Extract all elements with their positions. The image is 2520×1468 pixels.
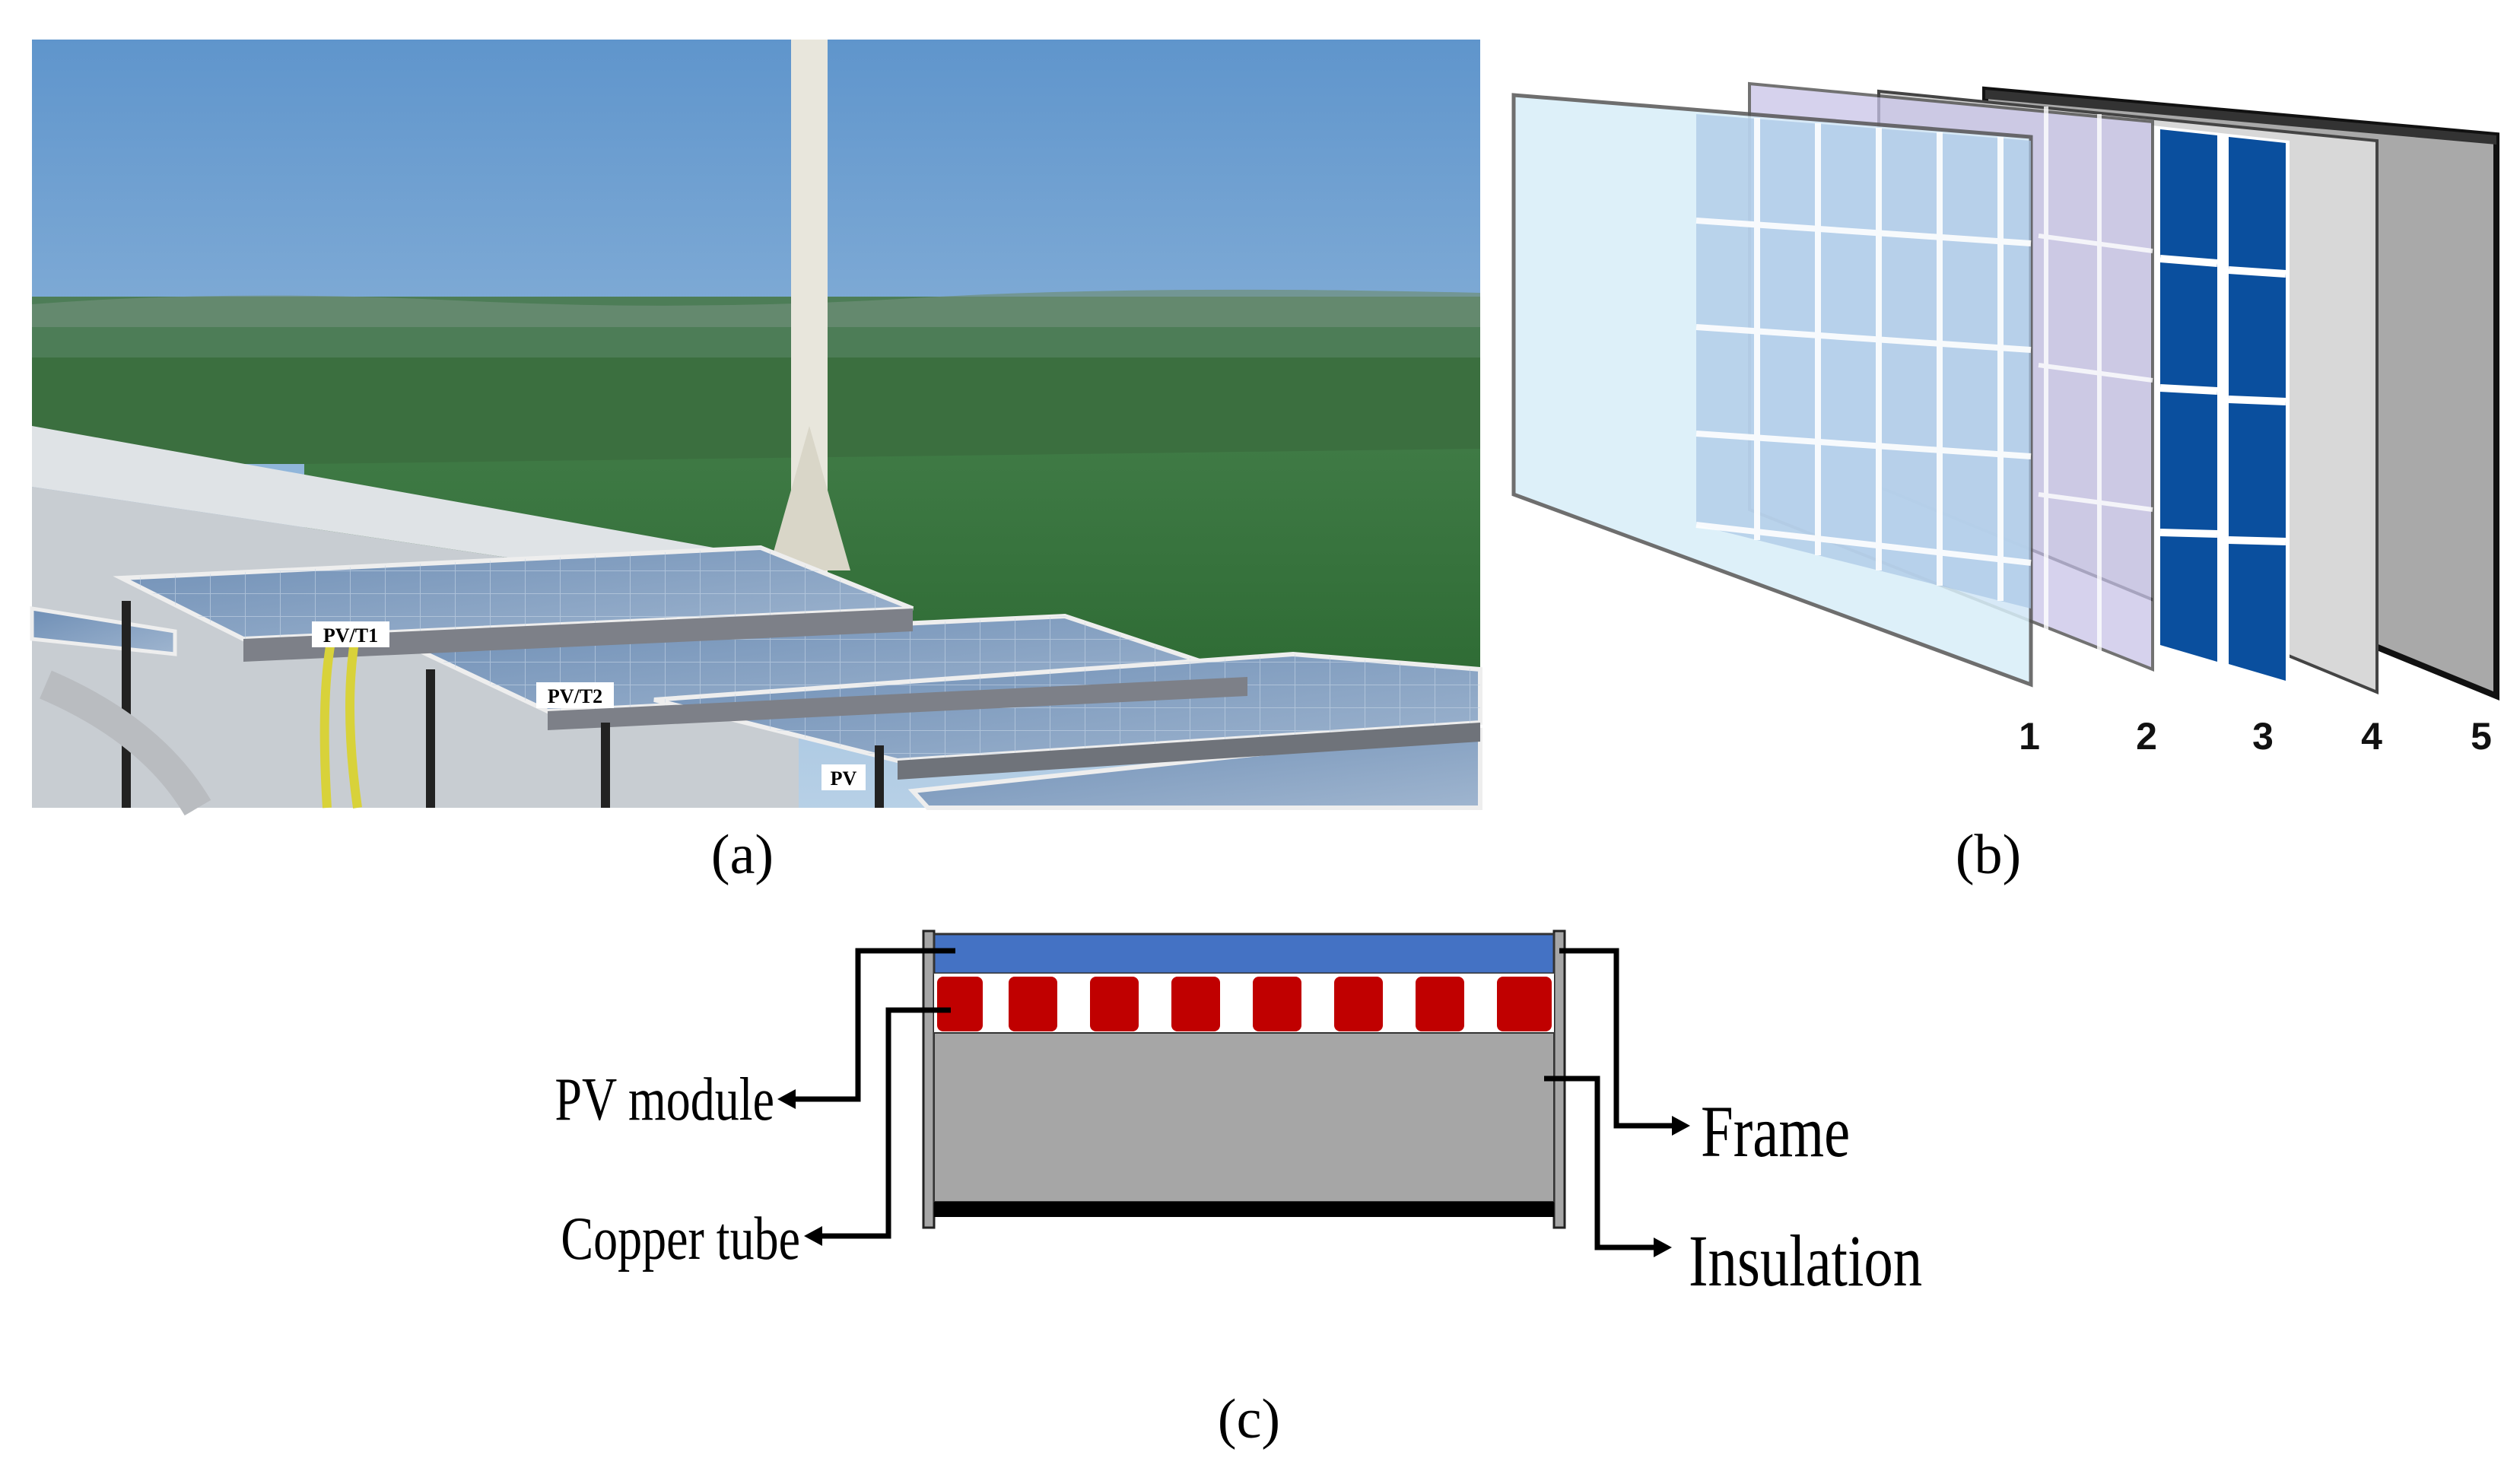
layer-number-3: 3 xyxy=(2252,715,2274,758)
panel-a-photo: PV/T1 PV/T2 PV xyxy=(30,40,1482,816)
label-insulation: Insulation xyxy=(1689,1221,1922,1301)
tag-pvt1-text: PV/T1 xyxy=(323,624,378,647)
tag-pvt1: PV/T1 xyxy=(312,621,389,647)
panel-c-cross-section: PV module Copper tube Frame Insulation xyxy=(555,929,1922,1301)
label-frame: Frame xyxy=(1701,1091,1850,1172)
layer-3-cells xyxy=(2153,126,2290,688)
layer-number-1: 1 xyxy=(2019,715,2040,758)
pv-module-layer xyxy=(933,933,1556,975)
layer-number-5: 5 xyxy=(2471,715,2492,758)
leader-lines xyxy=(791,948,1677,1250)
layer-number-4: 4 xyxy=(2361,715,2382,758)
solar-panels xyxy=(30,545,1482,816)
caption-c: (c) xyxy=(1218,1388,1280,1451)
caption-b: (b) xyxy=(1956,824,2021,886)
tag-pv-text: PV xyxy=(831,767,857,790)
copper-tubes xyxy=(937,977,1552,1031)
panel-b-layers: 1 2 3 4 5 xyxy=(1511,81,2499,758)
caption-a: (a) xyxy=(711,824,774,886)
base-plate xyxy=(934,1202,1554,1217)
leader-arrowheads xyxy=(777,1089,1690,1257)
frame-left xyxy=(922,929,936,1229)
tag-pvt2-text: PV/T2 xyxy=(548,685,602,707)
layer-number-2: 2 xyxy=(2136,715,2157,758)
tag-pvt2: PV/T2 xyxy=(536,682,614,708)
label-pv-module: PV module xyxy=(555,1065,774,1133)
tag-pv: PV xyxy=(821,764,866,790)
glass-cell-grid xyxy=(1695,114,2032,608)
label-copper-tube: Copper tube xyxy=(561,1204,800,1272)
insulation-layer xyxy=(933,1032,1555,1203)
